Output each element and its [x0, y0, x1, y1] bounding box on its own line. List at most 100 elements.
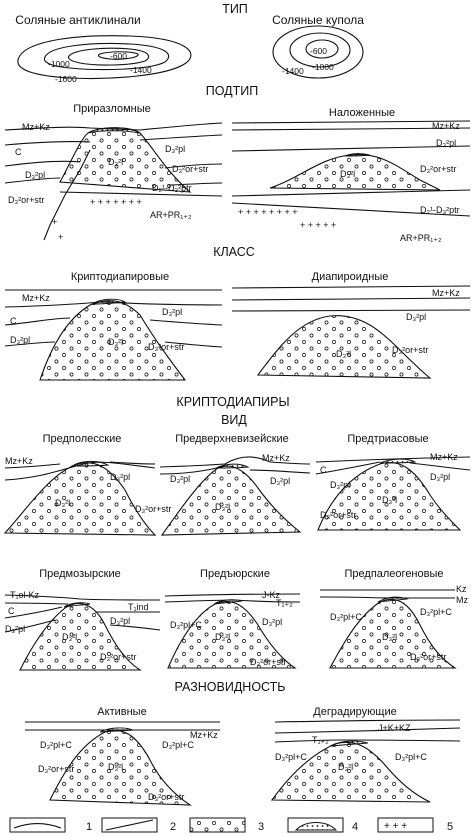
panel-title-pre-triassic: Предтриасовые — [347, 433, 428, 445]
stratum-label: D₃²pl — [25, 170, 45, 180]
contour-label: -1000 — [48, 59, 70, 69]
stratum-label: D₃²or+str — [420, 164, 456, 174]
section-pre-mozyr: T₁ol-Kz T₁ind C D₃²pl D₃²pl D₃²l D₃²or+s… — [4, 590, 161, 671]
stratum-label: D₃²pl+C — [162, 740, 194, 750]
stratigraphic-boundary-line-icon — [13, 822, 62, 829]
stratum-label: D₃²pl — [436, 138, 456, 148]
contour-label: -1600 — [55, 74, 77, 84]
legend-item-fault: 2 — [101, 817, 176, 833]
heading-class: КЛАСС — [213, 245, 255, 259]
stratum-label: D₃²pl — [270, 476, 290, 486]
caprock-lens-icon — [294, 822, 338, 831]
stratum-label: D₃²pl — [162, 307, 182, 317]
contour-label: -1400 — [130, 65, 152, 75]
stratum-label: D₃²pl+C — [40, 740, 72, 750]
stratum-label: D₃²pl+C — [395, 752, 427, 762]
stratum-label: C — [15, 147, 22, 157]
stratum-label: J+K+KZ — [378, 723, 411, 733]
stratum-label: Kz — [456, 584, 467, 594]
section-active: Mz+Kz D₃²pl+C D₃²pl+C D₃²l D₃²or+str D₃²… — [25, 721, 220, 806]
stratum-label: J-Kz — [262, 590, 281, 600]
panel-title-pre-paleogene: Предпалеогеновые — [345, 568, 444, 580]
svg-text:+: + — [58, 232, 63, 242]
heading-type: ТИП — [222, 2, 248, 16]
stratum-label: D₃²or+str — [172, 164, 208, 174]
section-faulted: Mz+Kz C D₃²pl D₃²pl D₃²l D₃²or+str D₃²or… — [4, 122, 223, 242]
legend: 1 2 3 4 + + + 5 — [9, 817, 453, 833]
stratum-label: D₃²pl+C — [275, 752, 307, 762]
section-pre-triassic: Mz+Kz C D₃²pl D₃²pl D₃²l D₃²or+str — [315, 452, 471, 531]
domes-title: Соляные купола — [272, 13, 364, 27]
panel-title-active: Активные — [97, 706, 146, 718]
stratum-label: D₃²pl — [330, 480, 350, 490]
stratum-label: D₃²pl — [110, 616, 130, 626]
panel-title-diapiroid: Диапироидные — [312, 271, 389, 283]
stratum-label: C — [320, 465, 327, 475]
panel-title-cryptodiapiric: Криптодиапировые — [71, 271, 169, 283]
heading-variety: РАЗНОВИДНОСТЬ — [175, 680, 286, 694]
panel-title-degrading: Деградирующие — [313, 706, 396, 718]
stratum-label: D₃²pl — [110, 472, 130, 482]
stratum-label: D₂¹-D₃²ptr — [152, 183, 192, 193]
stratum-label: Mz — [456, 595, 468, 605]
stratum-label: D₃²or+str — [148, 342, 184, 352]
panel-title-faulted: Приразломные — [73, 103, 151, 115]
stratum-label: D₃²or+str — [38, 764, 74, 774]
stratum-label: D₃²l — [382, 495, 397, 505]
contour-label: -1000 — [312, 62, 334, 72]
svg-text:+: + — [52, 217, 57, 227]
stratum-label: Mz+Kz — [430, 452, 458, 462]
stratum-label: D₃²pl — [406, 312, 426, 322]
panel-title-superimposed: Наложенные — [329, 107, 395, 119]
stratum-label: D₃²or+str — [250, 657, 286, 667]
stratum-label: D₃²l — [62, 632, 77, 642]
stratum-label: D₃²pl — [5, 624, 25, 634]
section-pre-jurassic: J-Kz T₁₊₂ D₃²pl+C D₃²pl D₃²l D₃²or+str — [164, 590, 301, 669]
stratum-label: T₁₊₂ — [276, 598, 293, 608]
stratum-label: T₁ol-Kz — [10, 590, 40, 600]
stratum-label: D₃²l — [215, 632, 230, 642]
stratum-label: C — [10, 316, 17, 326]
fault-line-icon — [105, 819, 154, 831]
stratum-label: D₃²pl+C — [420, 607, 452, 617]
stratum-label: D₃²or+str — [135, 504, 171, 514]
heading-kind: ВИД — [221, 413, 247, 427]
panel-title-pre-jurassic: Предъюрские — [200, 568, 270, 580]
section-cryptodiapiric: Mz+Kz C D₃²pl D₃²pl D₃²l D₃²or+str — [4, 289, 223, 381]
stratum-label: Mz+Kz — [190, 730, 218, 740]
legend-number: 1 — [86, 821, 92, 833]
stratum-label: T₁ind — [128, 602, 149, 612]
stratum-label: Mz+Kz — [22, 122, 50, 132]
legend-item-boundary: 1 — [9, 817, 92, 833]
stratum-label: AR+PR₁₊₂ — [400, 233, 442, 243]
panel-title-pre-upper-visean: Предверхневизейские — [175, 433, 289, 445]
stratum-label: D₃²or+str — [320, 510, 356, 520]
stratum-label: Mz+Kz — [432, 288, 460, 298]
stratum-label: D₃²or+str — [100, 652, 136, 662]
section-degrading: J+K+KZ T₁₊₂ D₃²pl+C D₃²pl+C D₃²l — [270, 719, 461, 803]
section-pre-upper-visean: Mz+Kz D₃²pl D₃²pl D₃²l — [159, 453, 311, 536]
contour-label: -600 — [310, 46, 327, 56]
stratum-label: D₃²l — [336, 349, 351, 359]
legend-item-salt: 3 — [189, 817, 264, 833]
stratum-label: D₃²or+str — [148, 792, 184, 802]
stratum-label: Mz+Kz — [5, 456, 33, 466]
panel-title-pre-mozyr: Предмозырские — [39, 568, 121, 580]
stratum-label: D₃²pl — [262, 617, 282, 627]
legend-number: 4 — [352, 821, 358, 833]
stratum-label: T₁₊₂ — [312, 735, 329, 745]
legend-number: 3 — [258, 821, 264, 833]
svg-text:+ + + + +: + + + + + — [300, 220, 336, 230]
svg-text:+ + + + + +: + + + + + + + — [90, 197, 142, 207]
section-diapiroid: Mz+Kz D₃²pl D₃²l D₃²or+str — [231, 285, 471, 379]
stratum-label: D₃²pl — [10, 335, 30, 345]
stratum-label: D₃²pl+C — [170, 620, 202, 630]
stratum-label: D₂¹-D₃²ptr — [420, 205, 460, 215]
stratum-label: D₃²or+str — [392, 345, 428, 355]
contour-label: -600 — [110, 51, 127, 61]
section-pre-paleogene: Kz Mz D₃²pl+C D₃²pl+C D₃²l D₃²or+str — [319, 584, 468, 669]
legend-number: 2 — [170, 821, 176, 833]
stratum-label: D₃²l — [108, 337, 123, 347]
stratum-label: D₃²l — [340, 169, 355, 179]
